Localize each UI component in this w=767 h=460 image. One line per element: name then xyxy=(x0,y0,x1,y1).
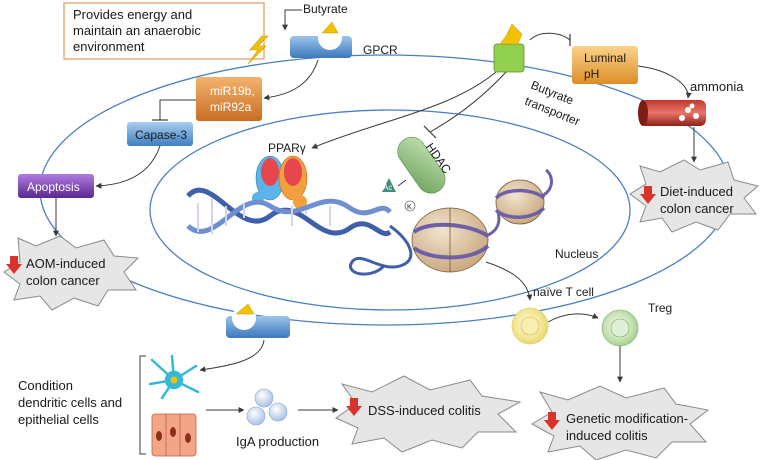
aom-label-line-2: colon cancer xyxy=(26,273,100,288)
gpcr-receptor-icon xyxy=(290,21,352,58)
diet-label-line-1: Diet-induced xyxy=(660,184,733,199)
epithelial-cells-icon xyxy=(151,413,197,457)
ac-label: Ac xyxy=(383,183,392,192)
receptor-to-cells-arrow xyxy=(199,339,265,373)
transporter-to-luminal-inhibit xyxy=(529,32,571,41)
lysine-marker xyxy=(404,200,416,212)
hdac-to-ac-inhibit xyxy=(397,179,407,187)
condition-label-line-1: Condition xyxy=(18,378,73,393)
nucleus-label: Nucleus xyxy=(555,247,598,261)
transporter-to-ppar-arrow xyxy=(311,71,497,149)
naive-to-treg-arrow xyxy=(547,313,599,323)
info-box-line-2: maintain an anaerobic xyxy=(73,23,201,38)
gpcr-label: GPCR xyxy=(363,43,398,57)
cells-bracket xyxy=(139,355,146,455)
ac-marker-icon xyxy=(382,178,396,192)
gut-tube-icon xyxy=(638,100,706,126)
dss-down-arrow-icon xyxy=(346,398,362,416)
genetic-label-line-1: Genetic modification- xyxy=(566,411,688,426)
capase-label: Capase-3 xyxy=(135,128,187,142)
dna-strand xyxy=(349,224,413,276)
bottom-receptor-icon xyxy=(226,303,290,338)
iga-label: IgA production xyxy=(236,434,319,449)
nucleus-to-naive-arrow xyxy=(485,261,533,301)
mir-to-capase-line xyxy=(159,99,196,120)
diet-burst xyxy=(629,159,760,233)
ppar-label: PPARγ xyxy=(268,141,306,155)
info-box-line-1: Provides energy and xyxy=(73,7,192,22)
ammonia-label: ammonia xyxy=(690,79,744,94)
diet-label-line-2: colon cancer xyxy=(660,201,734,216)
iga-bubbles-icon xyxy=(246,388,288,426)
butyrate-transporter-icon xyxy=(493,23,525,73)
apoptosis-label: Apoptosis xyxy=(27,180,80,194)
transporter-to-hdac-inhibit xyxy=(429,71,507,133)
luminal-label-line-2: pH xyxy=(584,67,599,81)
mir-label-line-1: miR19b, xyxy=(210,84,255,98)
hdac-capsule xyxy=(397,137,446,194)
dss-burst xyxy=(334,375,522,453)
treg-cell-icon xyxy=(601,309,639,347)
nucleosome-large-icon xyxy=(411,207,490,273)
butyrate-label: Butyrate xyxy=(303,2,348,16)
genetic-down-arrow-icon xyxy=(544,412,560,430)
condition-label-line-3: epithelial cells xyxy=(18,412,99,427)
info-box-line-3: environment xyxy=(73,39,145,54)
mir-box xyxy=(196,77,262,121)
aom-down-arrow-icon xyxy=(6,256,22,274)
lysine-label: K xyxy=(407,204,412,211)
aom-label-line-1: AOM-induced xyxy=(26,256,105,271)
apoptosis-box xyxy=(18,174,94,198)
gpcr-to-mir-arrow xyxy=(263,59,319,101)
aom-burst xyxy=(3,235,140,311)
nucleus-membrane xyxy=(149,109,631,311)
luminal-ph-box xyxy=(572,46,638,84)
chromatin-strand xyxy=(485,168,553,238)
dna-helix-icon xyxy=(186,187,392,236)
mir-label-line-2: miR92a xyxy=(210,100,252,114)
lightning-icon xyxy=(247,35,269,65)
naive-t-label: naïve T cell xyxy=(533,285,594,299)
treg-label: Treg xyxy=(648,301,672,315)
dna-rungs xyxy=(197,198,331,234)
luminal-to-ammonia-arrow xyxy=(637,65,692,99)
dss-label: DSS-induced colitis xyxy=(368,403,481,418)
info-box xyxy=(63,2,265,60)
condition-label-line-2: dendritic cells and xyxy=(18,395,122,410)
naive-t-cell-icon xyxy=(511,307,549,345)
ppar-protein-icon xyxy=(252,155,308,209)
dendritic-cell-icon xyxy=(148,354,200,400)
capase-box xyxy=(127,122,193,146)
luminal-label-line-1: Luminal xyxy=(584,51,626,65)
nucleosome-small-icon xyxy=(494,179,546,225)
capase-to-apoptosis-arrow xyxy=(95,145,161,189)
genetic-label-line-2: induced colitis xyxy=(566,428,648,443)
butyrate-to-gpcr-line xyxy=(282,9,302,31)
diet-down-arrow-icon xyxy=(640,186,656,204)
genetic-burst xyxy=(530,385,710,460)
